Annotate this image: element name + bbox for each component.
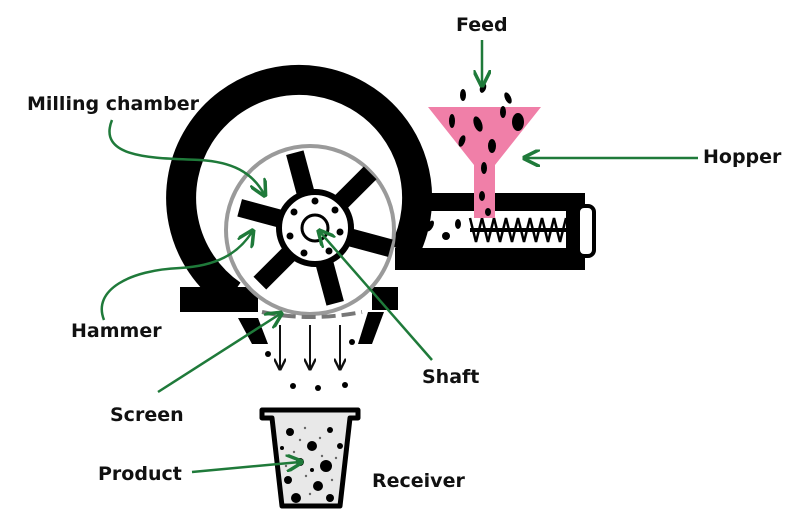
label-milling-chamber: Milling chamber (27, 93, 199, 115)
hopper-particles (449, 106, 524, 216)
milling-chamber-arrow (108, 119, 264, 194)
callout-arrows (100, 40, 698, 474)
label-receiver: Receiver (372, 470, 465, 492)
label-feed: Feed (456, 14, 508, 36)
label-shaft: Shaft (422, 366, 480, 388)
product-arrow (191, 462, 300, 474)
hammer-arrow (100, 232, 252, 321)
label-screen: Screen (110, 404, 184, 426)
left-flange (180, 287, 258, 312)
right-chute-wall (358, 312, 384, 344)
discharge-arrows (280, 325, 340, 368)
mill-housing (166, 64, 433, 308)
receiver (259, 407, 361, 509)
label-product: Product (98, 463, 182, 485)
screw-conveyor (468, 204, 596, 258)
right-flange (372, 287, 398, 310)
screen-arrow (157, 314, 280, 394)
shaft-arrow (320, 232, 433, 361)
inlet-particles (408, 219, 461, 240)
falling-particles (265, 339, 355, 391)
inlet-bottom-wall (395, 248, 585, 270)
hub-bolts (286, 197, 344, 257)
label-hopper: Hopper (703, 146, 782, 168)
feed-particles (460, 83, 512, 104)
label-hammer: Hammer (71, 320, 162, 342)
